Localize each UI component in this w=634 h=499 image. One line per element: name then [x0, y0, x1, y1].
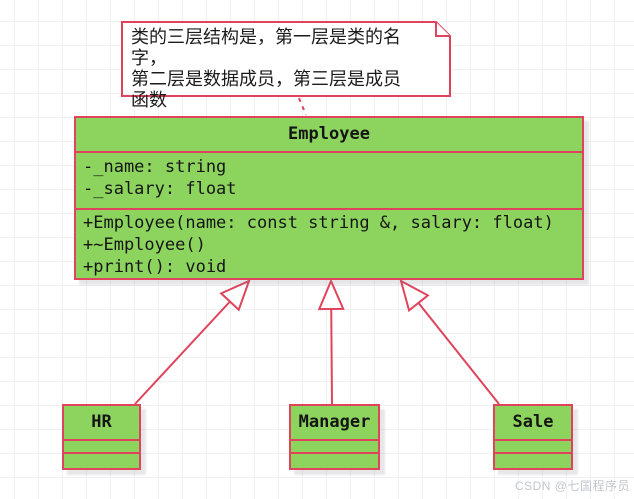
- class-employee-name: Employee: [76, 118, 582, 153]
- note-line: 类的三层结构是，第一层是类的名字，: [131, 27, 401, 68]
- class-hr-name: HR: [64, 406, 139, 441]
- note-text[interactable]: 类的三层结构是，第一层是类的名字， 第二层是数据成员，第三层是成员 函数: [131, 27, 433, 111]
- class-hr-attributes-empty: [64, 441, 139, 454]
- class-sale[interactable]: Sale: [493, 404, 573, 470]
- class-employee[interactable]: Employee -_name: string -_salary: float …: [74, 116, 584, 280]
- attribute-line: -_salary: float: [83, 179, 237, 199]
- note-line: 第二层是数据成员，第三层是成员: [131, 69, 401, 89]
- class-sale-name: Sale: [495, 406, 571, 441]
- generalization-arrow-manager: [317, 278, 345, 405]
- class-manager-methods-empty: [291, 454, 378, 468]
- method-line: +~Employee(): [83, 235, 206, 255]
- attribute-line: -_name: string: [83, 157, 227, 177]
- class-hr[interactable]: HR: [62, 404, 141, 470]
- note-connector-dashed-line: [298, 97, 307, 116]
- method-line: +print(): void: [83, 257, 227, 277]
- method-line: +Employee(name: const string &, salary: …: [83, 213, 554, 233]
- class-employee-methods: +Employee(name: const string &, salary: …: [76, 210, 582, 278]
- class-sale-attributes-empty: [495, 441, 571, 454]
- note-line: 函数: [131, 90, 167, 110]
- note-shape[interactable]: [121, 21, 451, 97]
- class-employee-attributes: -_name: string -_salary: float: [76, 153, 582, 210]
- class-manager-attributes-empty: [291, 441, 378, 454]
- class-sale-methods-empty: [495, 454, 571, 468]
- generalization-arrow-sale: [399, 279, 500, 405]
- csdn-watermark: CSDN @七国程序员: [514, 479, 630, 493]
- note-outline: [121, 21, 451, 97]
- class-manager-name: Manager: [291, 406, 378, 441]
- class-hr-methods-empty: [64, 454, 139, 468]
- generalization-arrow-hr: [134, 279, 251, 405]
- note-fold-corner: [435, 22, 450, 37]
- class-manager[interactable]: Manager: [289, 404, 380, 470]
